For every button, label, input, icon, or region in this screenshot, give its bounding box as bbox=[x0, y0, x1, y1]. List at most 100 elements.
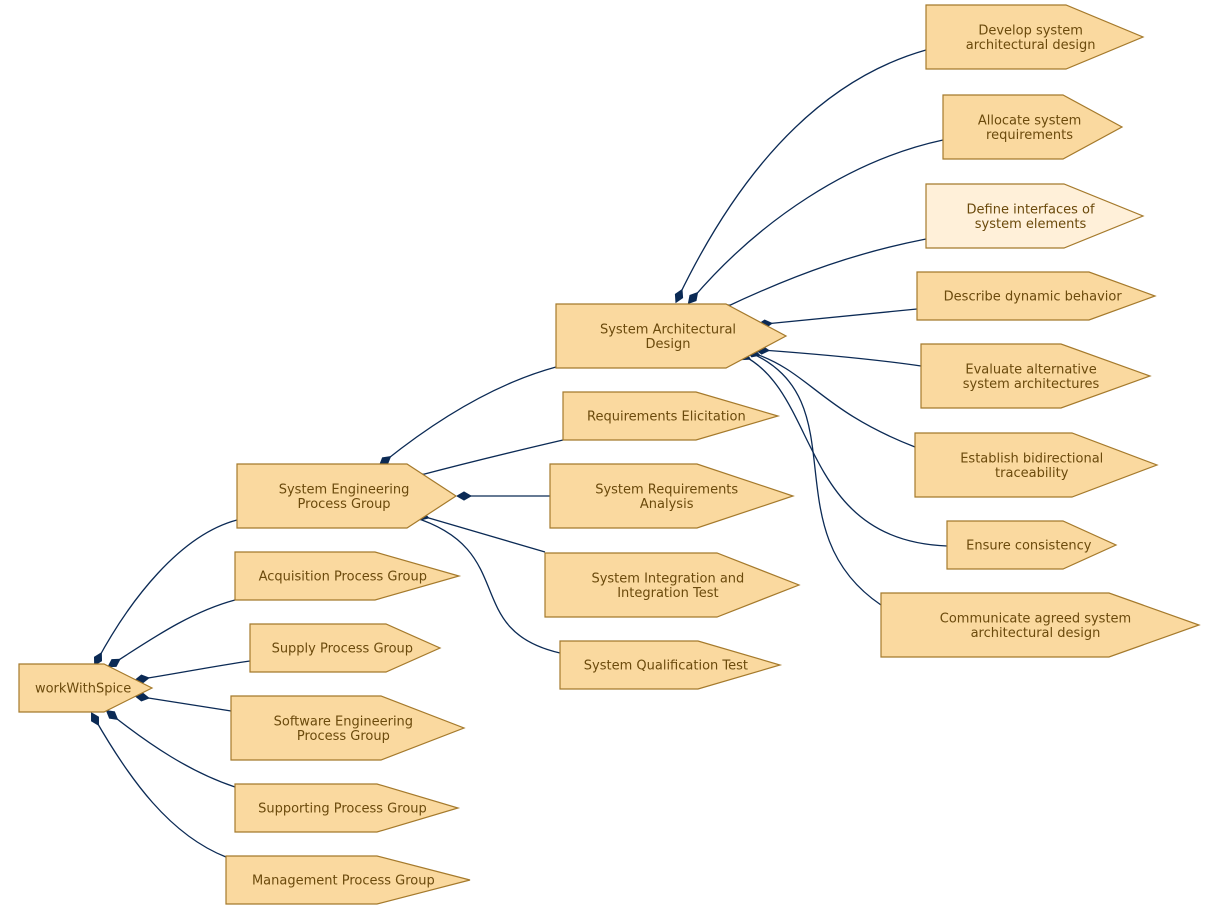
node-label: Acquisition Process Group bbox=[259, 570, 427, 585]
node-label: Supply Process Group bbox=[272, 642, 413, 657]
node-label: Supporting Process Group bbox=[258, 802, 427, 817]
node-shape bbox=[925, 4, 1145, 70]
node-label: Communicate agreed system bbox=[940, 611, 1131, 626]
node-shape bbox=[234, 783, 461, 833]
node-shape bbox=[925, 183, 1145, 249]
node-dyn[interactable]: Describe dynamic behavior bbox=[916, 271, 1157, 321]
node-label: requirements bbox=[986, 128, 1073, 143]
node-shape bbox=[559, 640, 783, 690]
node-label: Define interfaces of bbox=[967, 202, 1095, 217]
node-shape bbox=[916, 271, 1157, 321]
composition-diamond bbox=[455, 491, 473, 501]
edge-sys-arch-to-dyn bbox=[757, 308, 918, 329]
edge-workWithSpice-to-supply bbox=[134, 660, 251, 684]
edge-sys-eng-to-sys-int bbox=[414, 511, 546, 553]
node-shape bbox=[920, 343, 1152, 409]
node-sys-qual[interactable]: System Qualification Test bbox=[559, 640, 783, 690]
node-mgmt[interactable]: Management Process Group bbox=[225, 855, 471, 905]
node-label: Requirements Elicitation bbox=[587, 410, 746, 425]
edge-line bbox=[113, 599, 236, 664]
node-shape bbox=[236, 463, 458, 529]
node-shape bbox=[234, 551, 462, 601]
edge-line bbox=[678, 49, 927, 297]
node-label: System Requirements bbox=[595, 482, 738, 497]
edge-workWithSpice-to-sw-eng bbox=[134, 692, 232, 712]
edge-line bbox=[384, 366, 557, 462]
edge-line bbox=[743, 355, 948, 547]
edges-layer bbox=[91, 49, 948, 858]
edge-line bbox=[416, 439, 564, 477]
node-label: System Engineering bbox=[279, 482, 410, 497]
edge-sys-eng-to-sys-arch bbox=[378, 366, 557, 467]
edge-line bbox=[723, 238, 927, 309]
composition-diamond bbox=[105, 710, 119, 720]
node-label: Management Process Group bbox=[252, 874, 435, 889]
node-acq[interactable]: Acquisition Process Group bbox=[234, 551, 462, 601]
node-shape bbox=[880, 592, 1201, 658]
node-shape bbox=[230, 695, 466, 761]
node-label: Establish bidirectional bbox=[960, 451, 1103, 466]
edge-workWithSpice-to-sys-eng bbox=[93, 519, 238, 667]
edge-workWithSpice-to-acq bbox=[107, 599, 236, 668]
edge-line bbox=[761, 349, 922, 367]
node-label: System Qualification Test bbox=[584, 659, 748, 674]
edge-line bbox=[94, 718, 227, 858]
edge-sys-arch-to-dev-arch bbox=[674, 49, 927, 304]
node-label: traceability bbox=[995, 466, 1069, 481]
edge-line bbox=[97, 519, 238, 660]
edge-line bbox=[141, 660, 251, 680]
node-label: Software Engineering bbox=[274, 714, 413, 729]
node-label: Allocate system bbox=[978, 113, 1081, 128]
edge-line bbox=[764, 308, 918, 325]
node-req-elic[interactable]: Requirements Elicitation bbox=[562, 391, 781, 441]
node-shape bbox=[942, 94, 1124, 160]
edge-sys-arch-to-eval bbox=[754, 345, 922, 367]
node-shape bbox=[555, 303, 788, 369]
edge-sys-arch-to-alloc bbox=[687, 139, 944, 305]
node-label: Process Group bbox=[297, 729, 390, 744]
node-label: System Integration and bbox=[591, 571, 744, 586]
node-shape bbox=[544, 552, 801, 618]
node-shape bbox=[549, 463, 795, 529]
node-label: Design bbox=[646, 337, 691, 352]
composition-diamond bbox=[107, 658, 121, 668]
composition-diamond bbox=[687, 291, 699, 305]
node-shape bbox=[946, 520, 1118, 570]
node-label: System Architectural bbox=[600, 322, 736, 337]
node-workWithSpice[interactable]: workWithSpice bbox=[18, 663, 154, 713]
node-label: Integration Test bbox=[617, 586, 718, 601]
node-supporting[interactable]: Supporting Process Group bbox=[234, 783, 461, 833]
edge-line bbox=[111, 714, 236, 788]
edge-sys-eng-to-req-elic bbox=[409, 439, 564, 481]
node-label: Develop system bbox=[978, 23, 1083, 38]
node-label: Process Group bbox=[298, 497, 391, 512]
edge-sys-arch-to-def-if bbox=[716, 238, 927, 313]
node-label: workWithSpice bbox=[35, 682, 131, 697]
node-label: architectural design bbox=[971, 626, 1101, 641]
node-label: Describe dynamic behavior bbox=[944, 290, 1123, 305]
edge-sys-arch-to-comm bbox=[741, 347, 882, 606]
edge-sys-eng-to-sys-req bbox=[455, 491, 550, 501]
node-supply[interactable]: Supply Process Group bbox=[249, 623, 442, 673]
edge-line bbox=[421, 515, 546, 553]
node-label: Analysis bbox=[640, 497, 694, 512]
node-shape bbox=[914, 432, 1159, 498]
composition-diamond bbox=[91, 712, 99, 726]
edge-line bbox=[141, 696, 232, 712]
node-consist[interactable]: Ensure consistency bbox=[946, 520, 1118, 570]
composition-diamond bbox=[93, 651, 103, 667]
node-label: architectural design bbox=[966, 38, 1096, 53]
edge-workWithSpice-to-supporting bbox=[105, 710, 236, 788]
